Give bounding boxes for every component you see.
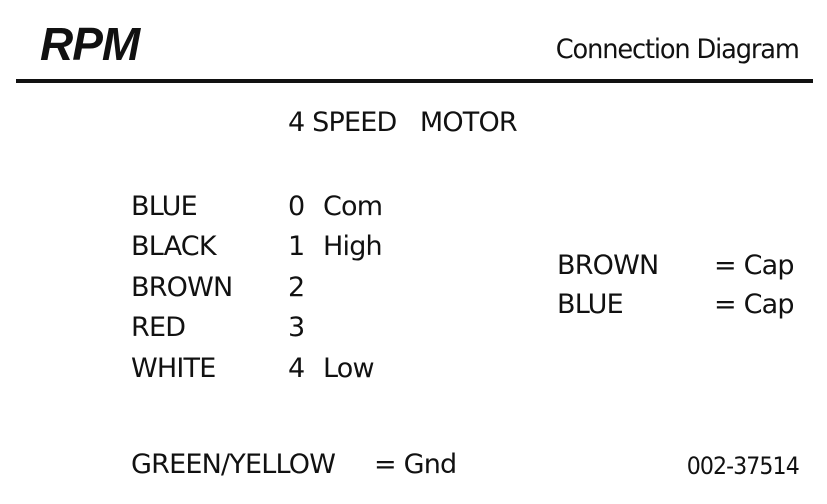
capacitor-value: = Cap	[714, 289, 795, 320]
wire-function: High	[323, 231, 383, 262]
document-title: Connection Diagram	[556, 34, 800, 65]
capacitor-value: = Cap	[714, 250, 795, 281]
motor-title: 4 SPEED MOTOR	[288, 107, 518, 138]
capacitor-wire-color: BROWN	[557, 250, 659, 281]
wire-color: BROWN	[131, 272, 233, 303]
brand-logo: RPM	[40, 18, 140, 70]
wire-terminal: 1	[288, 231, 305, 262]
ground-value: = Gnd	[374, 449, 457, 480]
wire-color: BLUE	[131, 191, 198, 222]
wire-color: BLACK	[131, 231, 217, 262]
header-divider	[16, 79, 813, 83]
wire-terminal: 4	[288, 353, 305, 384]
wire-terminal: 0	[288, 191, 305, 222]
ground-wire-color: GREEN/YELLOW	[131, 449, 336, 480]
wire-color: WHITE	[131, 353, 216, 384]
capacitor-wire-color: BLUE	[557, 289, 624, 320]
wire-function: Low	[323, 353, 375, 384]
wire-function: Com	[323, 191, 383, 222]
wire-color: RED	[131, 312, 186, 343]
wire-terminal: 2	[288, 272, 305, 303]
wire-terminal: 3	[288, 312, 305, 343]
part-number: 002-37514	[686, 452, 800, 480]
